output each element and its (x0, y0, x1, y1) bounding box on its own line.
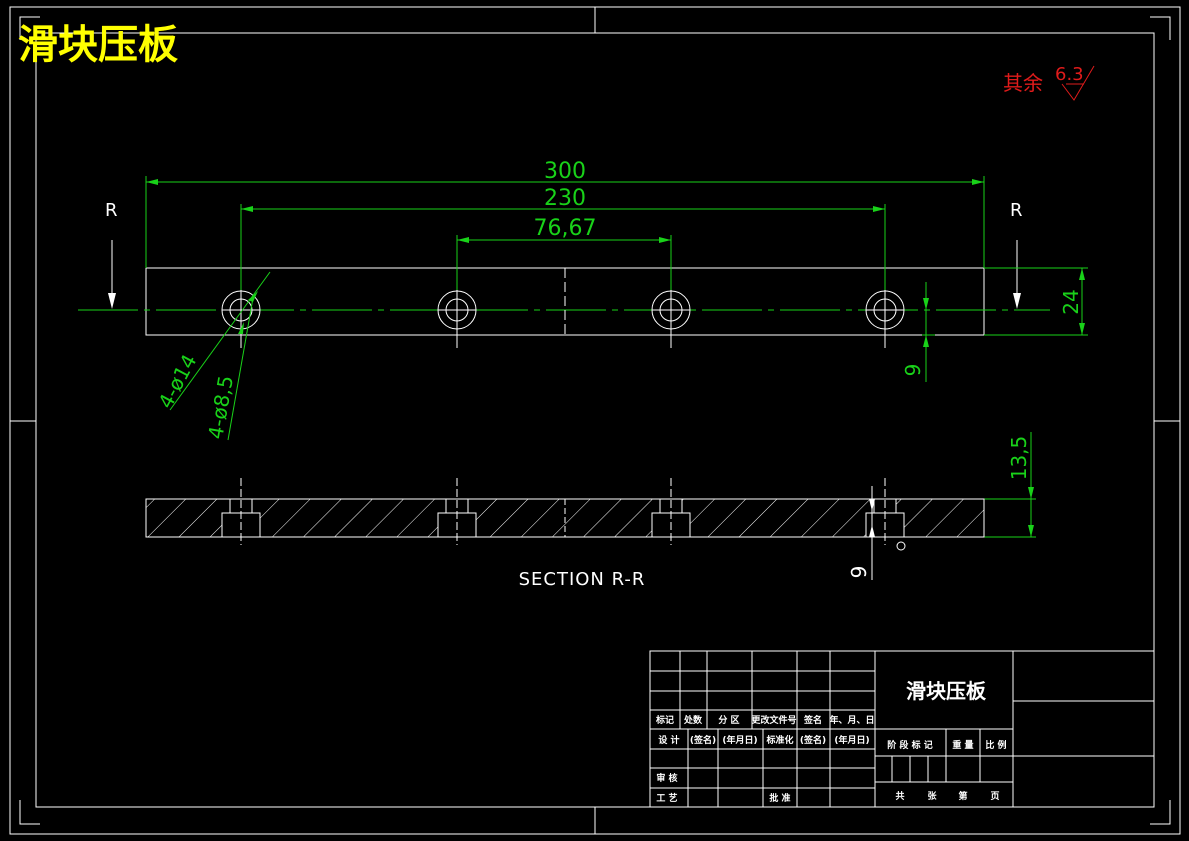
tb-sheet-page: 页 (990, 791, 999, 802)
tb-design-date: (年月日) (722, 734, 757, 746)
dim-section-height: 13,5 (1007, 436, 1031, 481)
title-block-row-labels: 标记 处数 分 区 更改文件号 签名 年、月、日 (655, 714, 875, 726)
tb-sheet-unit: 张 (927, 790, 937, 802)
title-block-design-row: 设 计 (签名) (年月日) 标准化 (签名) (年月日) (658, 734, 869, 746)
tb-label-count: 处数 (683, 714, 703, 726)
tb-process: 工 艺 (656, 792, 677, 804)
section-hole-2 (437, 478, 477, 545)
tb-standard-date: (年月日) (834, 734, 869, 746)
hole-1 (221, 280, 261, 348)
dim-counterbore-note: 4-ø14 (153, 350, 201, 412)
dim-hole-pitch: 76,67 (534, 216, 597, 241)
dim-hole-note: 4-ø8,5 (203, 374, 238, 441)
dim-overall-length: 300 (544, 159, 586, 184)
dimension-lines (145, 176, 1088, 538)
hole-4 (865, 280, 905, 348)
section-view (145, 478, 985, 580)
tb-design: 设 计 (658, 734, 679, 746)
drawing-frame (9, 6, 1181, 835)
dim-counterbore-depth: 9 (847, 566, 871, 579)
title-block (649, 650, 1155, 808)
tb-stage-header: 阶 段 标 记 (887, 739, 932, 751)
dim-hole-offset: 9 (901, 364, 925, 377)
roughness-note: 其余 (1003, 71, 1043, 95)
section-hole-1 (221, 478, 261, 545)
tb-sheet-total: 共 (895, 790, 904, 802)
section-hole-3 (651, 478, 691, 545)
tb-approve: 批 准 (769, 792, 790, 804)
tb-review: 审 核 (656, 772, 677, 784)
section-marker-right: R (1010, 200, 1023, 221)
tb-design-sign: (签名) (690, 734, 716, 746)
tb-standard: 标准化 (765, 734, 793, 746)
section-marker-left: R (105, 200, 118, 221)
tb-scale-header: 比 例 (985, 739, 1006, 751)
tb-sheet-no: 第 (958, 790, 967, 802)
tb-label-zone: 分 区 (718, 714, 739, 726)
dim-height: 24 (1059, 289, 1083, 314)
roughness-symbol (1061, 65, 1095, 101)
dim-hole-span: 230 (544, 186, 586, 211)
tb-label-sign: 签名 (803, 714, 822, 726)
tb-weight-header: 重 量 (952, 739, 973, 751)
hole-3 (651, 280, 691, 348)
tb-standard-sign: (签名) (800, 734, 826, 746)
title-block-sheet-info: 共 张 第 页 (895, 790, 999, 802)
tb-label-change: 更改文件号 (751, 714, 796, 726)
section-label: SECTION R-R (519, 569, 646, 590)
drawing-title: 滑块压板 (18, 21, 178, 68)
title-block-part-name: 滑块压板 (906, 679, 987, 703)
tb-label-mark: 标记 (655, 714, 674, 726)
roughness-value: 6.3 (1055, 64, 1084, 85)
top-view (78, 240, 1050, 348)
hole-2 (437, 280, 477, 348)
tb-label-date: 年、月、日 (829, 714, 874, 726)
